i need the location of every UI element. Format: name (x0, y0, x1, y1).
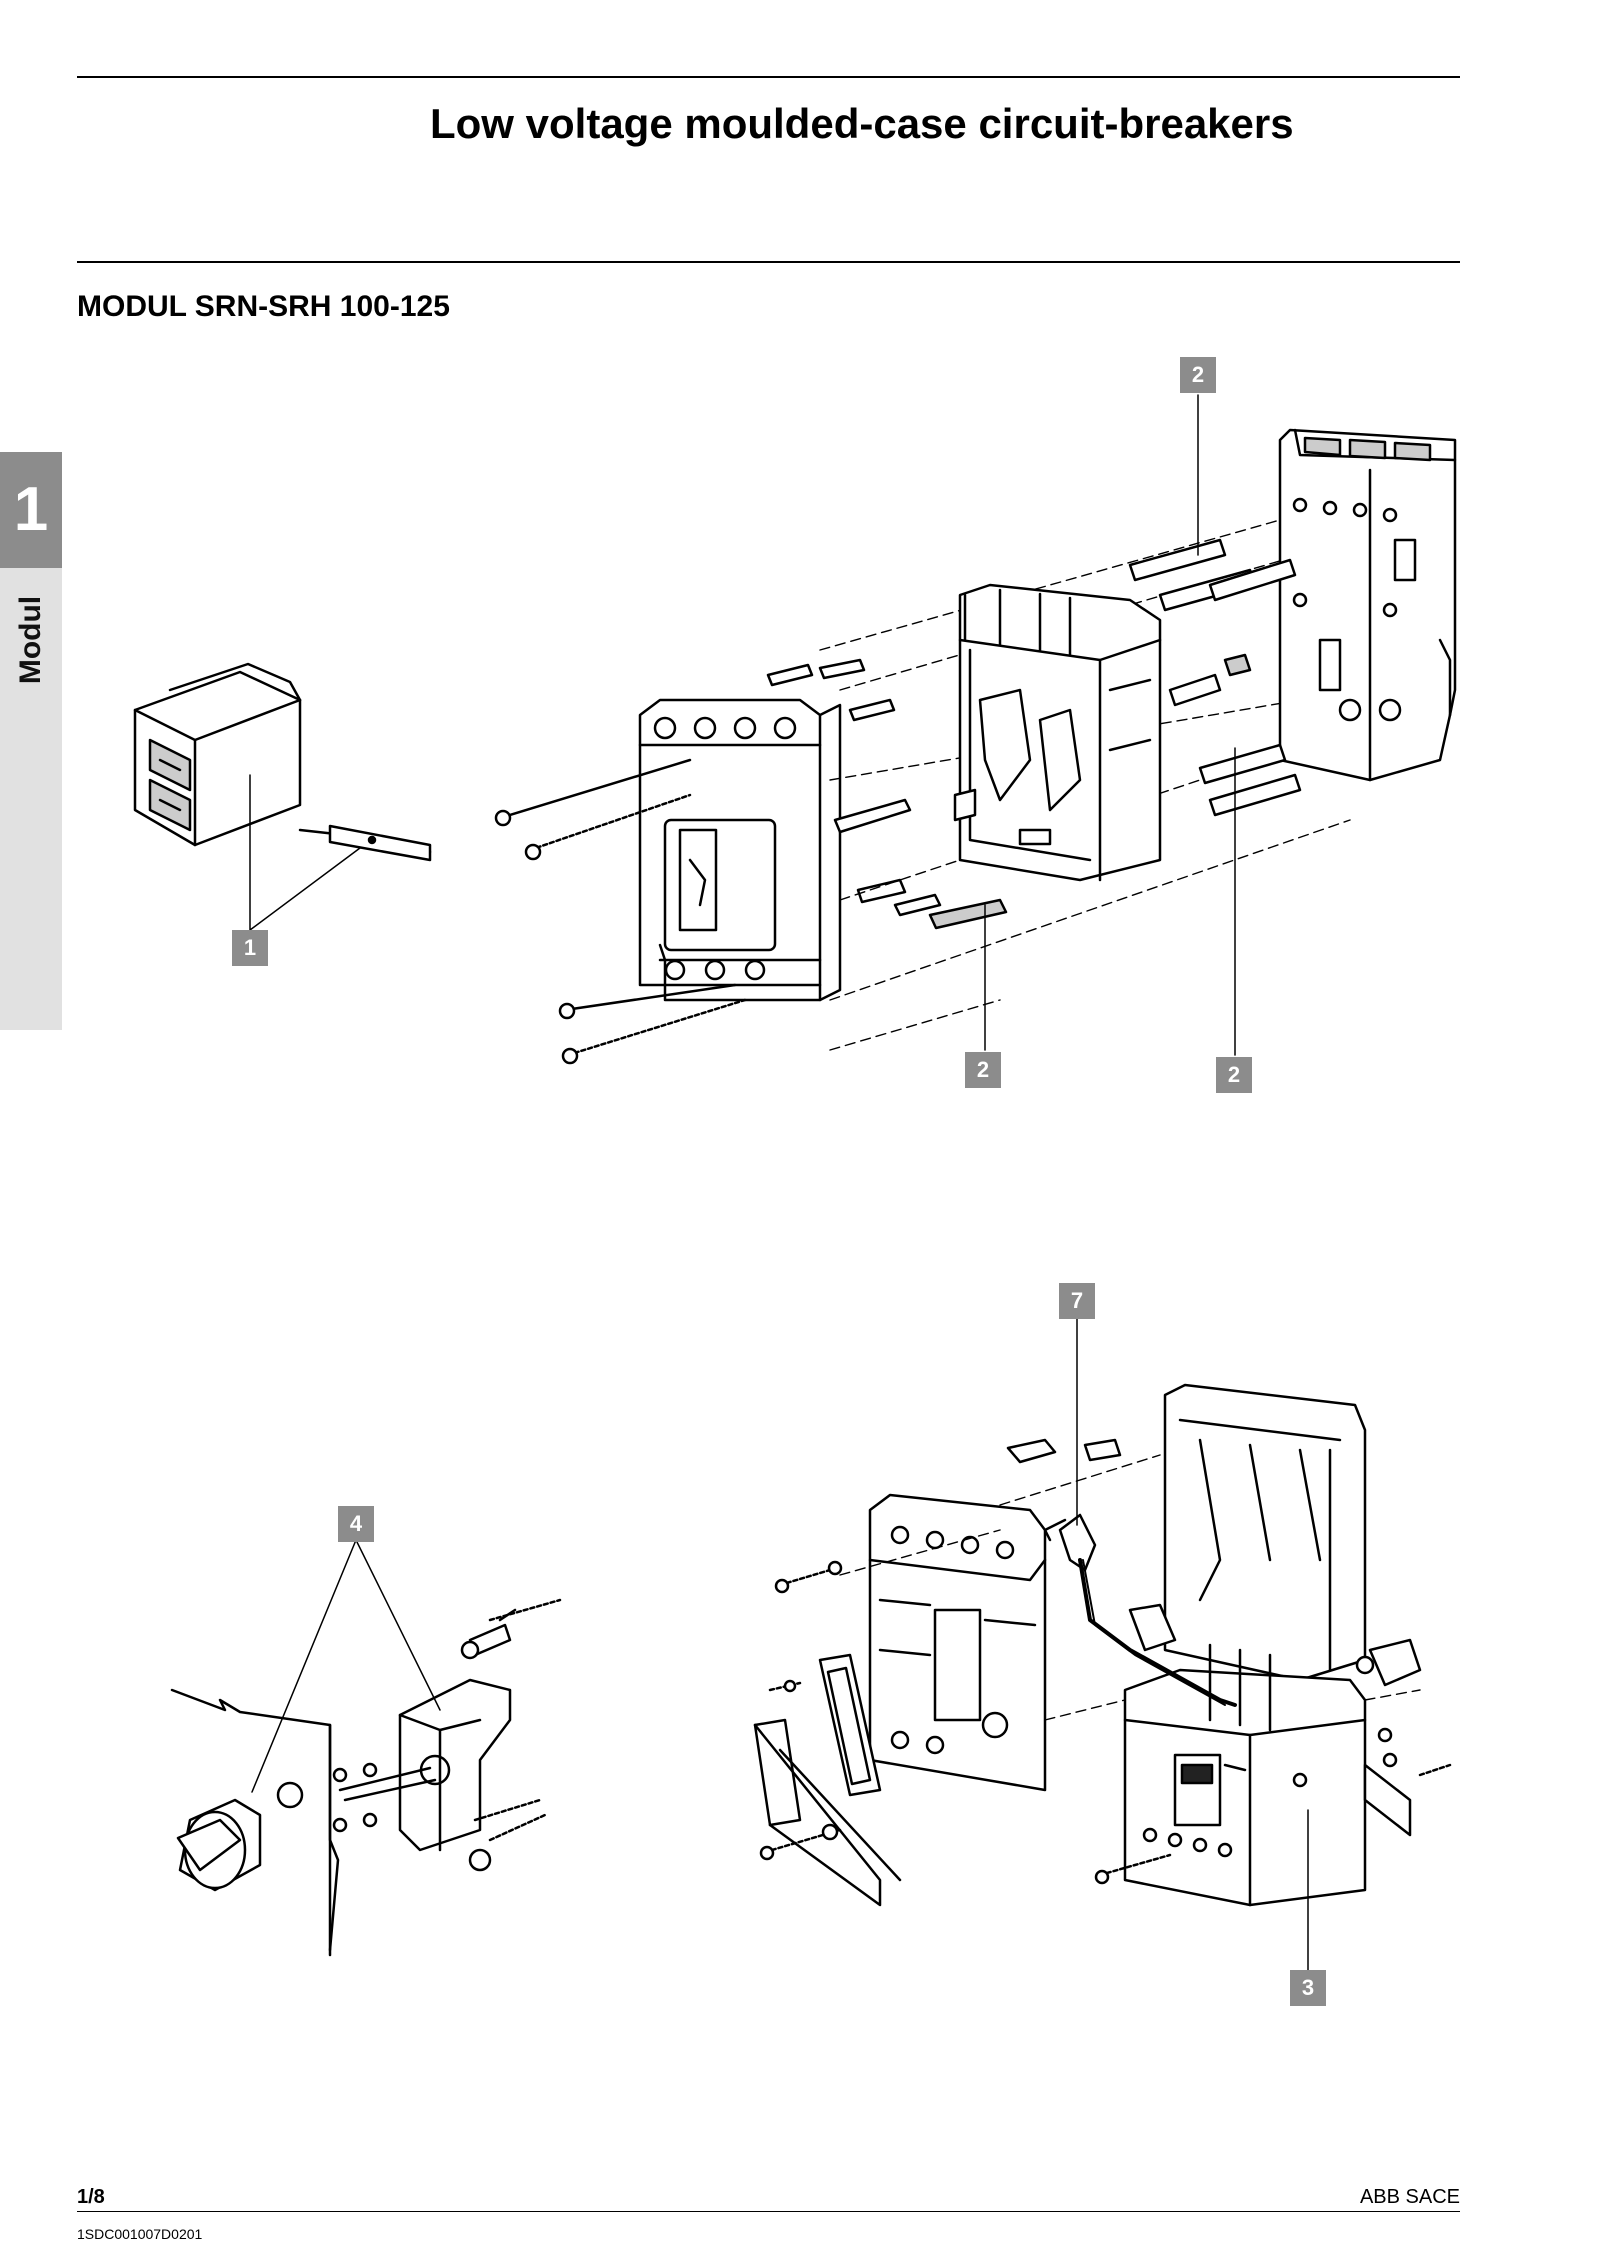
callout-1: 1 (232, 930, 268, 966)
front-breaker-drawing (638, 698, 842, 1002)
middle-breaker-drawing (953, 583, 1162, 882)
breaker-rear-drawing (1128, 1383, 1367, 1682)
section-rule (77, 261, 1460, 263)
header-rule (77, 76, 1460, 78)
callout-7: 7 (1059, 1283, 1095, 1319)
callout-3: 3 (1290, 1970, 1326, 2006)
terminal-bars-drawing (766, 658, 1008, 930)
footer-document-code: 1SDC001007D0201 (77, 2226, 203, 2242)
footer-brand: ABB SACE (1359, 2186, 1460, 2208)
side-tab-number: 1 (0, 452, 62, 568)
wired-accessory-drawing (1006, 1438, 1422, 1707)
small-screws-drawing (759, 1560, 1452, 1885)
gasket-frame-drawing (753, 1653, 902, 1907)
module-pin-drawing (298, 824, 432, 862)
rear-base-drawing (1278, 428, 1457, 782)
rear-studs-drawing (1128, 538, 1302, 817)
callout-4: 4 (338, 1506, 374, 1542)
callout-2-upper: 2 (1180, 357, 1216, 393)
page-title: Low voltage moulded-case circuit-breaker… (430, 100, 1294, 147)
module-box-drawing (133, 662, 302, 847)
callout-2-lower-right: 2 (1216, 1057, 1252, 1093)
screws-left-drawing (494, 758, 747, 1065)
assembly-lines-bottom (839, 1454, 1421, 1721)
handle-mechanism-drawing (170, 1598, 562, 1957)
breaker-front-drawing (868, 1493, 1047, 1792)
footer-page-number: 1/8 (77, 2186, 105, 2208)
footer-rule (77, 2211, 1460, 2212)
electronic-release-drawing (1123, 1643, 1367, 1907)
callout-2-lower-mid: 2 (965, 1052, 1001, 1088)
section-title: MODUL SRN-SRH 100-125 (77, 290, 450, 323)
